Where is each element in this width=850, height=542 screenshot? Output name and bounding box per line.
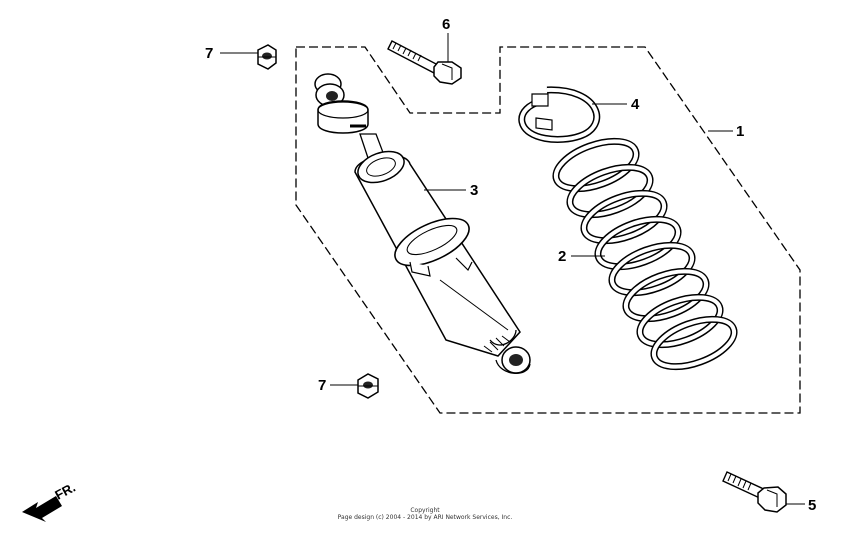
spring-collar	[518, 86, 601, 143]
callout-2[interactable]: 2	[558, 248, 566, 265]
shock-absorber	[314, 73, 531, 374]
bolt-top	[387, 40, 462, 85]
callout-4[interactable]: 4	[631, 96, 640, 113]
nut-bottom	[357, 373, 379, 399]
callout-7b[interactable]: 7	[318, 377, 326, 394]
coil-spring	[552, 137, 738, 371]
callout-6[interactable]: 6	[442, 16, 450, 33]
callout-3[interactable]: 3	[470, 182, 478, 199]
callout-1[interactable]: 1	[736, 123, 744, 140]
nut-top	[257, 44, 277, 70]
callout-7a[interactable]: 7	[205, 45, 213, 62]
copyright-line-2: Page design (c) 2004 - 2014 by ARI Netwo…	[337, 514, 513, 521]
copyright-line-1: Copyright	[410, 507, 440, 514]
callout-5[interactable]: 5	[808, 497, 816, 514]
bolt-bottom	[722, 471, 787, 513]
leader-lines	[220, 33, 805, 505]
assembly-outline	[295, 46, 801, 414]
